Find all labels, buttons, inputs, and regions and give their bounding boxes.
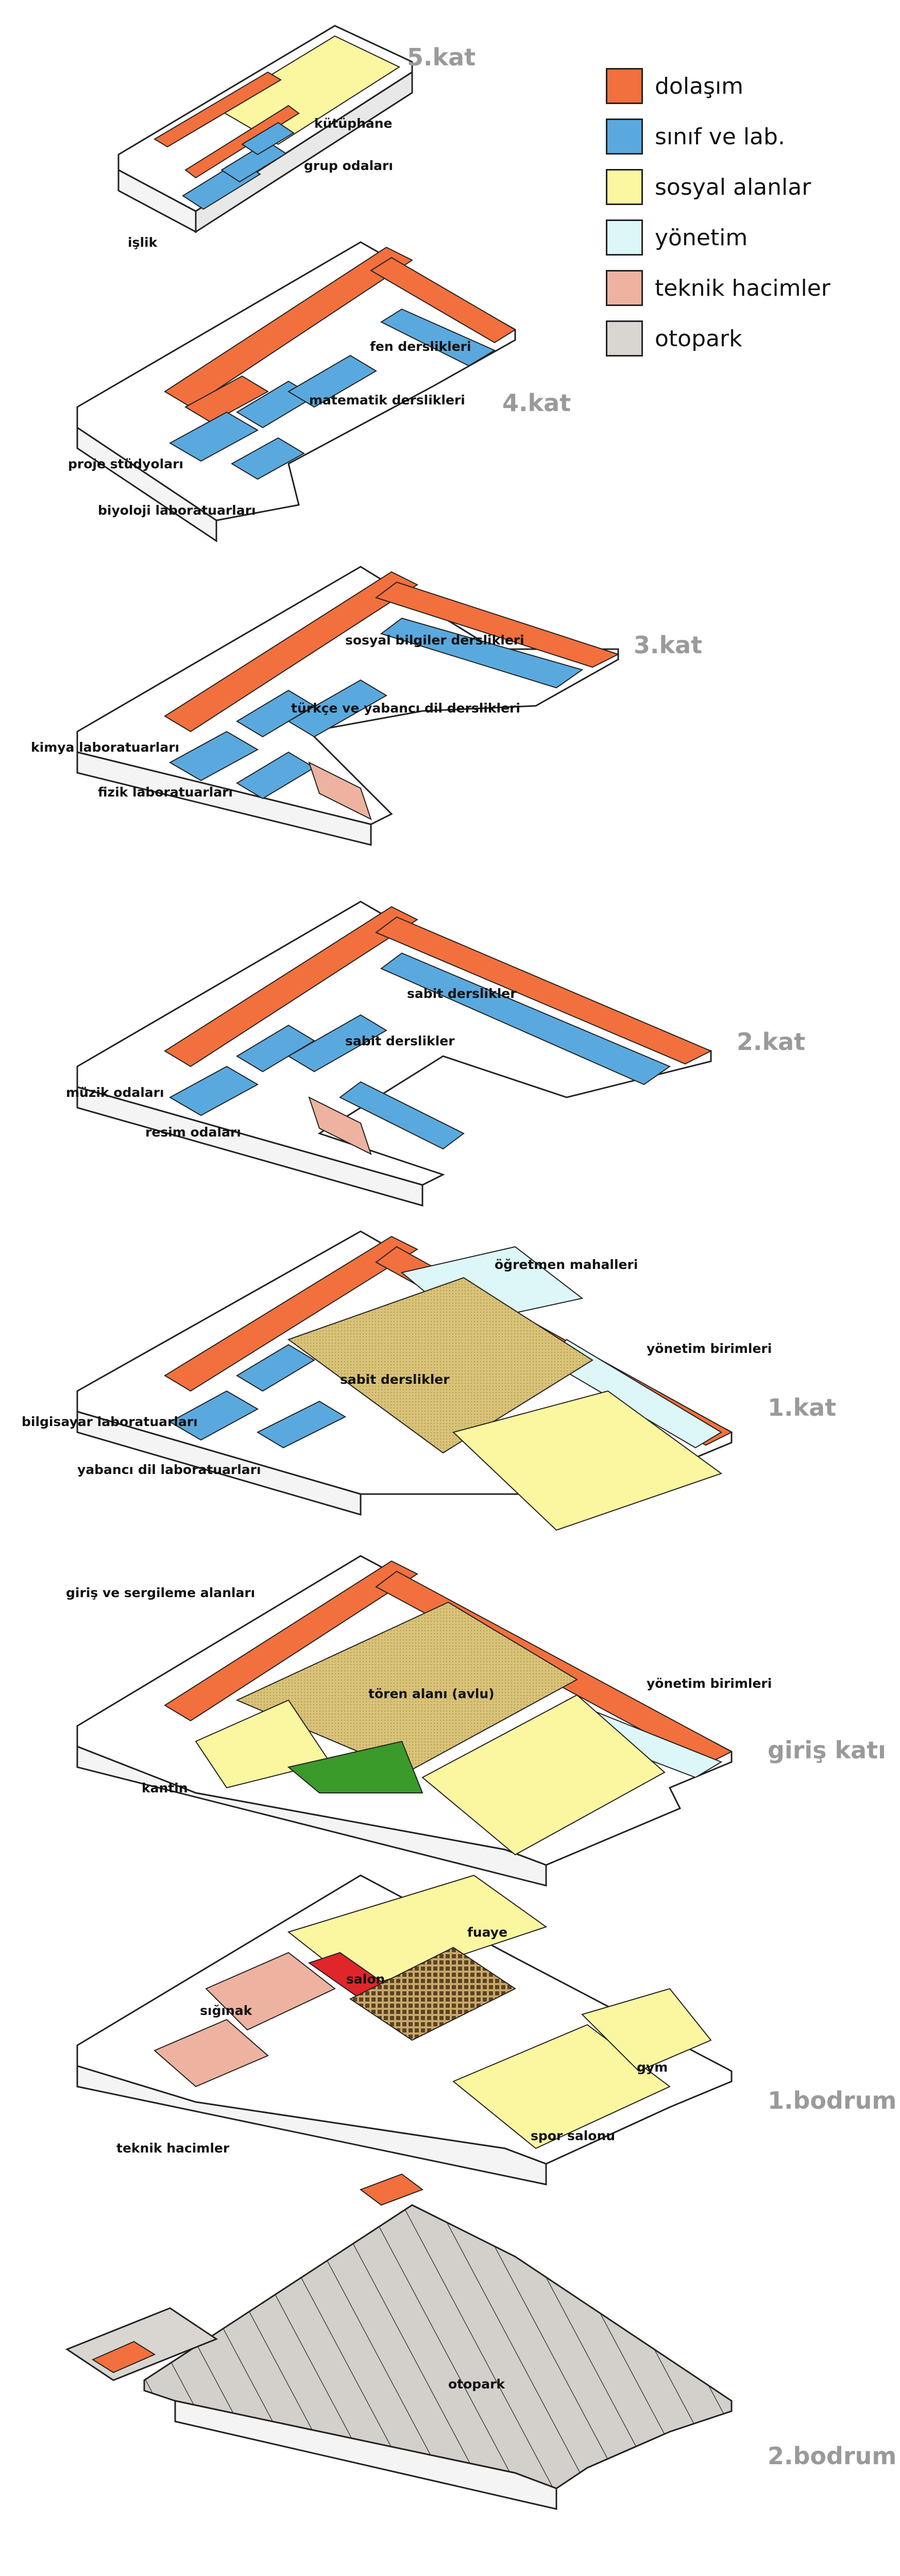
room-label-muzik-odalari: müzik odaları xyxy=(66,1085,164,1100)
room-label-turkce-yabanci-dil: türkçe ve yabancı dil derslikleri xyxy=(291,701,520,716)
legend-item-yonetim: yönetim xyxy=(606,219,874,256)
floor-title-ground: giriş katı xyxy=(768,1736,886,1764)
legend-swatch-teknik-hacimler xyxy=(606,270,643,306)
legend-item-teknik-hacimler: teknik hacimler xyxy=(606,270,874,306)
floor-4-drawing xyxy=(76,241,516,543)
room-label-otopark: otopark xyxy=(448,2377,505,2392)
floor-title-4: 4.kat xyxy=(502,389,571,417)
room-label-sosyal-bilgiler: sosyal bilgiler derslikleri xyxy=(345,633,524,648)
room-label-spor-salonu: spor salonu xyxy=(531,2128,616,2143)
floor-title-5: 5.kat xyxy=(407,43,476,71)
legend-label-sosyal-alanlar: sosyal alanlar xyxy=(655,174,811,200)
legend-label-yonetim: yönetim xyxy=(655,225,748,251)
ground-floor-drawing xyxy=(76,1555,733,1887)
room-label-fuaye: fuaye xyxy=(467,1925,508,1940)
room-label-proje-studyolari: proje stüdyoları xyxy=(68,456,183,471)
room-label-kantin: kantin xyxy=(142,1781,188,1795)
room-label-bilgisayar-laboratuarlari: bilgisayar laboratuarları xyxy=(22,1414,198,1429)
legend-swatch-yonetim xyxy=(606,219,643,256)
legend-item-otopark: otopark xyxy=(606,320,874,357)
room-label-fen-derslikleri: fen derslikleri xyxy=(370,339,471,354)
room-label-sabit-derslikler-2a: sabit derslikler xyxy=(407,986,517,1001)
legend-item-sinif-lab: sınıf ve lab. xyxy=(606,118,874,155)
legend-swatch-sinif-lab xyxy=(606,118,643,155)
legend-swatch-sosyal-alanlar xyxy=(606,169,643,205)
room-label-salon: salon xyxy=(346,1972,385,1987)
room-label-ogretmen-mahalleri: öğretmen mahalleri xyxy=(495,1257,638,1272)
legend-label-teknik-hacimler: teknik hacimler xyxy=(655,275,830,301)
floor-5-drawing xyxy=(117,25,413,233)
legend-label-sinif-lab: sınıf ve lab. xyxy=(655,124,785,150)
room-label-grup-odalari: grup odaları xyxy=(304,158,393,173)
room-label-gym: gym xyxy=(637,2060,668,2075)
room-label-kimya-laboratuarlari: kimya laboratuarları xyxy=(31,740,180,755)
floor-title-basement-2: 2.bodrum xyxy=(768,2442,897,2470)
floor-title-1: 1.kat xyxy=(768,1394,837,1421)
floor-1-drawing xyxy=(76,1230,733,1531)
floor-2-drawing xyxy=(76,901,712,1207)
room-label-yabanci-dil-laboratuarlari: yabancı dil laboratuarları xyxy=(77,1462,261,1477)
room-label-fizik-laboratuarlari: fizik laboratuarları xyxy=(98,785,233,800)
legend-label-otopark: otopark xyxy=(655,326,742,352)
room-label-biyoloji-laboratuarlari: biyoloji laboratuarları xyxy=(98,503,256,518)
room-label-siginak: sığınak xyxy=(200,2003,252,2018)
room-label-yonetim-birimleri-g: yönetim birimleri xyxy=(647,1676,772,1691)
legend-swatch-dolasim xyxy=(606,68,643,104)
floor-title-basement-1: 1.bodrum xyxy=(768,2087,897,2114)
room-label-resim-odalari: resim odaları xyxy=(145,1125,241,1140)
basement-2-drawing xyxy=(65,2173,733,2510)
room-label-giris-sergileme: giriş ve sergileme alanları xyxy=(66,1585,256,1600)
room-label-kutuphane: kütüphane xyxy=(314,116,393,131)
room-label-sabit-derslikler-1: sabit derslikler xyxy=(340,1372,450,1387)
room-label-matematik-derslikleri: matematik derslikleri xyxy=(309,393,465,408)
floor-title-2: 2.kat xyxy=(737,1028,806,1056)
floor-3-drawing xyxy=(76,566,620,846)
legend-item-dolasim: dolaşım xyxy=(606,68,874,104)
room-label-sabit-derslikler-2b: sabit derslikler xyxy=(345,1033,455,1048)
room-label-yonetim-birimleri-1: yönetim birimleri xyxy=(647,1341,772,1356)
room-label-islik: işlik xyxy=(128,235,158,250)
legend-label-dolasim: dolaşım xyxy=(655,73,744,99)
basement-1-drawing xyxy=(76,1874,733,2185)
room-label-teknik-hacimler: teknik hacimler xyxy=(116,2141,230,2156)
legend-swatch-otopark xyxy=(606,320,643,357)
room-label-toren-alani: tören alanı (avlu) xyxy=(368,1686,495,1701)
legend-item-sosyal-alanlar: sosyal alanlar xyxy=(606,169,874,205)
floor-title-3: 3.kat xyxy=(634,631,703,659)
